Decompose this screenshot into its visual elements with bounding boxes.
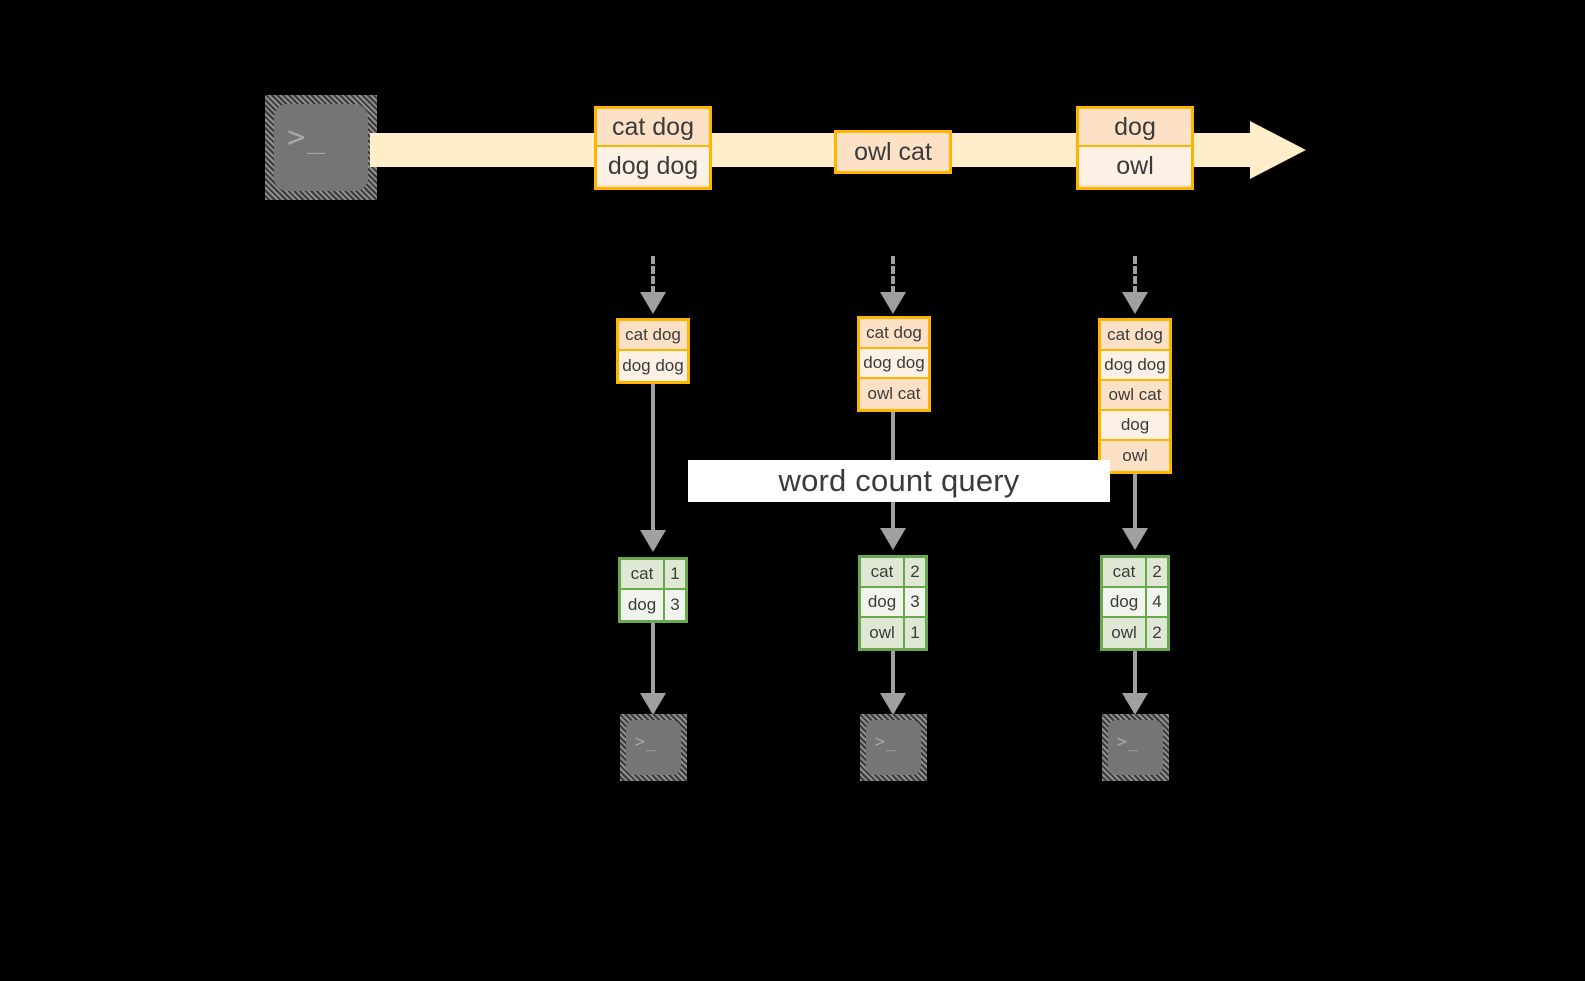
terminal-prompt-icon: >_ bbox=[874, 732, 898, 753]
snapshot-3-query-connector-arrowhead bbox=[1122, 528, 1148, 550]
terminal-prompt-icon: >_ bbox=[1116, 732, 1140, 753]
snapshot-1-input-table: cat dog dog dog bbox=[616, 318, 690, 384]
result-word: dog bbox=[1103, 588, 1147, 616]
result-count: 3 bbox=[670, 595, 680, 614]
snapshot-3-query-connector bbox=[1133, 474, 1137, 530]
input-table-line: cat dog bbox=[860, 319, 928, 349]
input-table-line: owl bbox=[1101, 441, 1169, 471]
input-table-line: dog bbox=[1101, 411, 1169, 441]
result-count: 3 bbox=[910, 592, 920, 611]
result-word: cat bbox=[621, 560, 665, 588]
result-word: cat bbox=[1103, 558, 1147, 586]
snapshot-2-query-connector-arrowhead bbox=[880, 528, 906, 550]
input-table-line: cat dog bbox=[1101, 321, 1169, 351]
snapshot-2-sink-terminal-icon: >_ bbox=[860, 714, 927, 781]
input-table-line: owl cat bbox=[860, 379, 928, 409]
snapshot-3-result-table: cat 2 dog 4 owl 2 bbox=[1100, 555, 1170, 651]
snapshot-2-sink-connector-arrowhead bbox=[880, 693, 906, 715]
snapshot-1-query-connector bbox=[651, 384, 655, 532]
stream-message-line: owl cat bbox=[837, 133, 949, 171]
table-row: dog 3 bbox=[621, 590, 685, 620]
input-table-line: dog dog bbox=[619, 351, 687, 381]
snapshot-1-result-table: cat 1 dog 3 bbox=[618, 557, 688, 623]
snapshot-2-result-table: cat 2 dog 3 owl 1 bbox=[858, 555, 928, 651]
snapshot-1-sink-connector bbox=[651, 623, 655, 695]
terminal-prompt-icon: >_ bbox=[287, 120, 328, 156]
snapshot-1-stream-connector-arrowhead bbox=[640, 292, 666, 314]
stream-message-line: dog dog bbox=[597, 147, 709, 185]
result-count: 2 bbox=[1152, 562, 1162, 581]
input-table-line: dog dog bbox=[1101, 351, 1169, 381]
query-label-band: word count query bbox=[688, 460, 1110, 502]
stream-message-1: cat dog dog dog bbox=[594, 106, 712, 190]
sink-terminal-body: >_ bbox=[626, 720, 681, 775]
snapshot-1-sink-terminal-icon: >_ bbox=[620, 714, 687, 781]
snapshot-3-stream-connector-arrowhead bbox=[1122, 292, 1148, 314]
table-row: cat 2 bbox=[1103, 558, 1167, 588]
result-word: owl bbox=[861, 618, 905, 648]
source-terminal-body: >_ bbox=[274, 104, 368, 191]
snapshot-2-stream-connector bbox=[891, 256, 895, 294]
stream-message-3: dog owl bbox=[1076, 106, 1194, 190]
sink-terminal-body: >_ bbox=[866, 720, 921, 775]
stream-message-line: cat dog bbox=[597, 109, 709, 147]
table-row: cat 2 bbox=[861, 558, 925, 588]
input-table-line: cat dog bbox=[619, 321, 687, 351]
stream-message-line: owl bbox=[1079, 147, 1191, 185]
result-count: 1 bbox=[670, 564, 680, 583]
table-row: dog 3 bbox=[861, 588, 925, 618]
snapshot-3-input-table: cat dog dog dog owl cat dog owl bbox=[1098, 318, 1172, 474]
terminal-prompt-icon: >_ bbox=[634, 732, 658, 753]
input-table-line: owl cat bbox=[1101, 381, 1169, 411]
snapshot-3-sink-terminal-icon: >_ bbox=[1102, 714, 1169, 781]
snapshot-3-sink-connector bbox=[1133, 651, 1137, 695]
stream-message-2: owl cat bbox=[834, 130, 952, 174]
query-label: word count query bbox=[778, 463, 1020, 498]
result-count: 1 bbox=[910, 623, 920, 642]
snapshot-3-stream-connector bbox=[1133, 256, 1137, 294]
result-word: dog bbox=[861, 588, 905, 616]
event-stream-arrowhead bbox=[1250, 121, 1306, 179]
result-count: 4 bbox=[1152, 592, 1162, 611]
table-row: owl 2 bbox=[1103, 618, 1167, 648]
result-count: 2 bbox=[910, 562, 920, 581]
stream-message-line: dog bbox=[1079, 109, 1191, 147]
snapshot-2-stream-connector-arrowhead bbox=[880, 292, 906, 314]
table-row: dog 4 bbox=[1103, 588, 1167, 618]
result-count: 2 bbox=[1152, 623, 1162, 642]
snapshot-3-sink-connector-arrowhead bbox=[1122, 693, 1148, 715]
input-table-line: dog dog bbox=[860, 349, 928, 379]
result-word: dog bbox=[621, 590, 665, 620]
table-row: cat 1 bbox=[621, 560, 685, 590]
source-terminal-icon: >_ bbox=[265, 95, 377, 200]
snapshot-1-stream-connector bbox=[651, 256, 655, 294]
snapshot-1-query-connector-arrowhead bbox=[640, 530, 666, 552]
table-row: owl 1 bbox=[861, 618, 925, 648]
result-word: cat bbox=[861, 558, 905, 586]
snapshot-2-input-table: cat dog dog dog owl cat bbox=[857, 316, 931, 412]
snapshot-2-sink-connector bbox=[891, 651, 895, 695]
result-word: owl bbox=[1103, 618, 1147, 648]
sink-terminal-body: >_ bbox=[1108, 720, 1163, 775]
snapshot-1-sink-connector-arrowhead bbox=[640, 693, 666, 715]
